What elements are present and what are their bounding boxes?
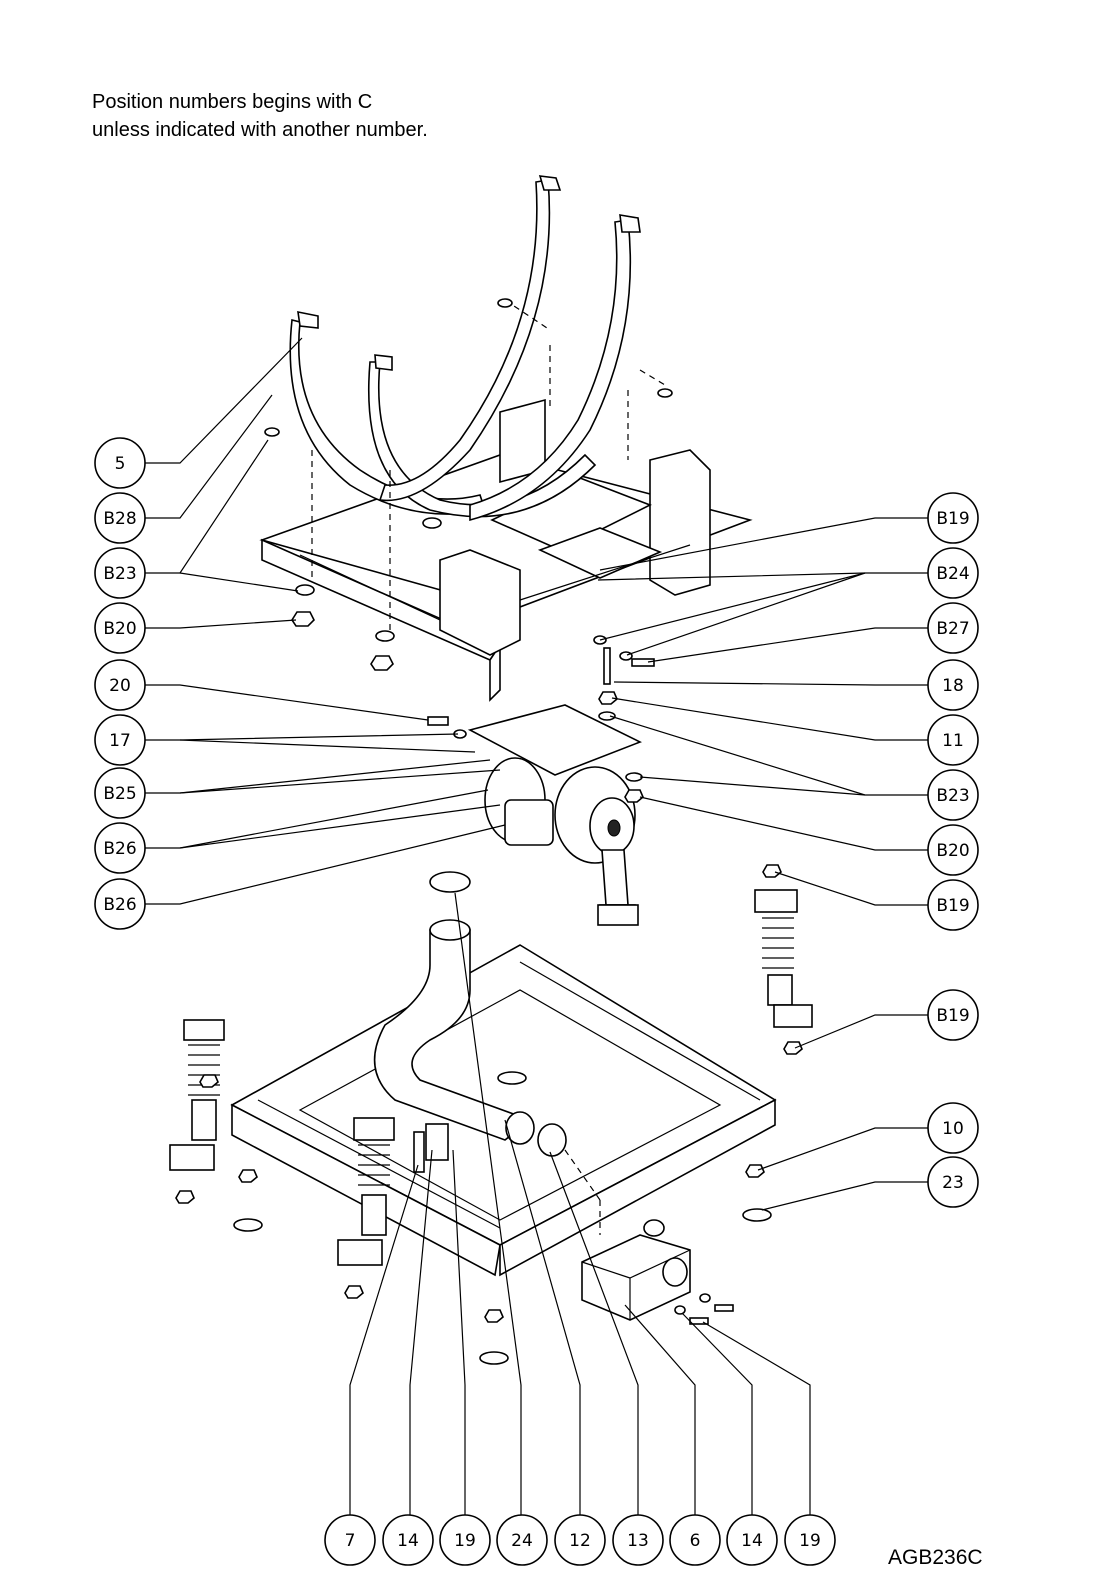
callout-12: 12 bbox=[554, 1514, 606, 1566]
svg-text:B26: B26 bbox=[103, 839, 136, 859]
svg-text:B19: B19 bbox=[936, 1006, 969, 1026]
callout-b24: B24 bbox=[927, 547, 979, 599]
svg-text:17: 17 bbox=[109, 731, 131, 751]
electrical-box bbox=[581, 1219, 691, 1321]
callout-19: 19 bbox=[784, 1514, 836, 1566]
callout-6: 6 bbox=[669, 1514, 721, 1566]
callout-14: 14 bbox=[726, 1514, 778, 1566]
callout-b26: B26 bbox=[94, 822, 146, 874]
svg-text:12: 12 bbox=[569, 1531, 591, 1551]
assembly-lines bbox=[311, 299, 666, 1235]
svg-text:14: 14 bbox=[397, 1531, 419, 1551]
svg-text:13: 13 bbox=[627, 1531, 649, 1551]
callout-18: 18 bbox=[927, 659, 979, 711]
svg-text:7: 7 bbox=[345, 1531, 356, 1551]
callout-b23: B23 bbox=[94, 547, 146, 599]
svg-text:B23: B23 bbox=[103, 564, 136, 584]
motor-assembly bbox=[467, 704, 642, 924]
svg-text:20: 20 bbox=[109, 676, 131, 696]
callout-b23: B23 bbox=[927, 769, 979, 821]
svg-text:18: 18 bbox=[942, 676, 964, 696]
callout-17: 17 bbox=[94, 714, 146, 766]
callout-11: 11 bbox=[927, 714, 979, 766]
callout-10: 10 bbox=[927, 1102, 979, 1154]
callouts-right: B19 B24 B27 18 11 B23 B20 B19 B19 10 23 bbox=[927, 492, 979, 1208]
spring-isolators bbox=[169, 889, 813, 1266]
svg-text:B25: B25 bbox=[103, 784, 136, 804]
svg-text:B26: B26 bbox=[103, 895, 136, 915]
note-line-1: Position numbers begins with C bbox=[92, 91, 373, 113]
svg-text:24: 24 bbox=[511, 1531, 533, 1551]
upper-frame bbox=[259, 398, 753, 702]
svg-text:B23: B23 bbox=[936, 786, 969, 806]
lower-frame bbox=[230, 944, 777, 1277]
svg-text:19: 19 bbox=[454, 1531, 476, 1551]
cradle-straps bbox=[289, 175, 641, 522]
callouts-bottom: 7 14 19 24 12 13 6 14 19 bbox=[324, 1514, 836, 1566]
svg-text:B20: B20 bbox=[103, 619, 136, 639]
svg-text:B19: B19 bbox=[936, 896, 969, 916]
callouts-left: 5 B28 B23 B20 20 17 B25 B26 B26 bbox=[94, 437, 146, 930]
svg-text:14: 14 bbox=[741, 1531, 763, 1551]
svg-text:6: 6 bbox=[690, 1531, 701, 1551]
leader-lines bbox=[145, 337, 928, 1515]
callout-b25: B25 bbox=[94, 767, 146, 819]
callout-20: 20 bbox=[94, 659, 146, 711]
svg-text:B20: B20 bbox=[936, 841, 969, 861]
callout-13: 13 bbox=[612, 1514, 664, 1566]
callout-b28: B28 bbox=[94, 492, 146, 544]
note-line-2: unless indicated with another number. bbox=[92, 119, 428, 141]
callout-23: 23 bbox=[927, 1156, 979, 1208]
callout-b19: B19 bbox=[927, 879, 979, 931]
callout-5: 5 bbox=[94, 437, 146, 489]
callout-14: 14 bbox=[382, 1514, 434, 1566]
drawing-code: AGB236C bbox=[888, 1546, 983, 1569]
svg-text:B27: B27 bbox=[936, 619, 969, 639]
callout-24: 24 bbox=[496, 1514, 548, 1566]
svg-text:10: 10 bbox=[942, 1119, 964, 1139]
callout-b19: B19 bbox=[927, 989, 979, 1041]
svg-text:B19: B19 bbox=[936, 509, 969, 529]
svg-text:B24: B24 bbox=[936, 564, 969, 584]
callout-19: 19 bbox=[439, 1514, 491, 1566]
svg-text:19: 19 bbox=[799, 1531, 821, 1551]
feet bbox=[233, 1071, 772, 1365]
callout-b20: B20 bbox=[927, 824, 979, 876]
duct-pipe bbox=[373, 871, 567, 1157]
callout-b27: B27 bbox=[927, 602, 979, 654]
svg-text:11: 11 bbox=[942, 731, 964, 751]
svg-text:23: 23 bbox=[942, 1173, 964, 1193]
callout-b26: B26 bbox=[94, 878, 146, 930]
svg-text:5: 5 bbox=[115, 454, 126, 474]
callout-7: 7 bbox=[324, 1514, 376, 1566]
fasteners bbox=[175, 298, 803, 1325]
callout-b20: B20 bbox=[94, 602, 146, 654]
svg-text:B28: B28 bbox=[103, 509, 136, 529]
callout-b19: B19 bbox=[927, 492, 979, 544]
